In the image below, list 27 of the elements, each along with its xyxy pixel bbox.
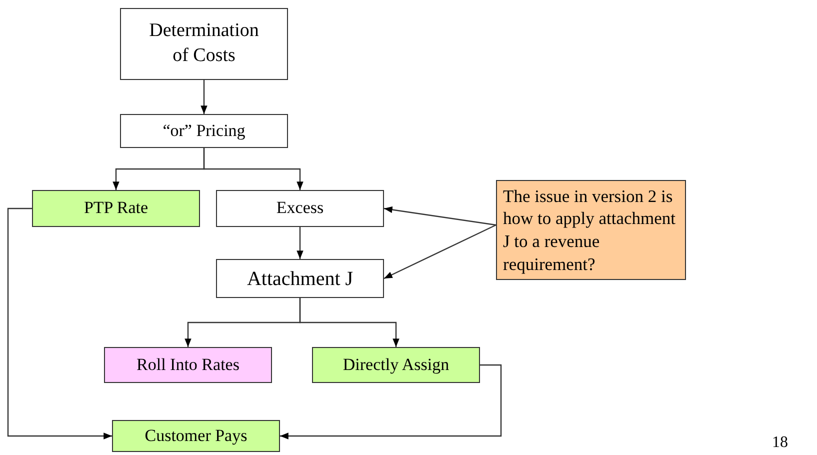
- box-label: “or” Pricing: [162, 120, 246, 142]
- arrow: [299, 298, 400, 347]
- note-box: [496, 180, 686, 280]
- arrow: [280, 364, 502, 440]
- process-box: [112, 420, 280, 452]
- process-box: [216, 259, 384, 298]
- process-box: [120, 8, 288, 80]
- process-box: [32, 190, 200, 227]
- arrow: [384, 206, 496, 226]
- box-label: Customer Pays: [144, 424, 248, 447]
- box-label: Roll Into Rates: [136, 354, 240, 376]
- arrow: [200, 80, 208, 114]
- arrow: [296, 227, 304, 259]
- page-number: 18: [772, 434, 788, 452]
- process-box: [312, 347, 480, 383]
- arrow: [384, 224, 496, 280]
- process-box: [120, 114, 288, 148]
- note-text: The issue in version 2 is how to apply attachment J to a revenue requirement?: [503, 184, 677, 276]
- process-box: [104, 347, 272, 383]
- process-box: [216, 190, 384, 227]
- arrow: [7, 208, 112, 440]
- box-label: Directly Assign: [342, 354, 450, 376]
- box-label: Excess: [276, 197, 324, 220]
- box-label: Attachment J: [246, 266, 354, 292]
- box-label: PTP Rate: [84, 197, 148, 220]
- arrow: [203, 148, 304, 190]
- box-label: Determination of Costs: [148, 19, 260, 68]
